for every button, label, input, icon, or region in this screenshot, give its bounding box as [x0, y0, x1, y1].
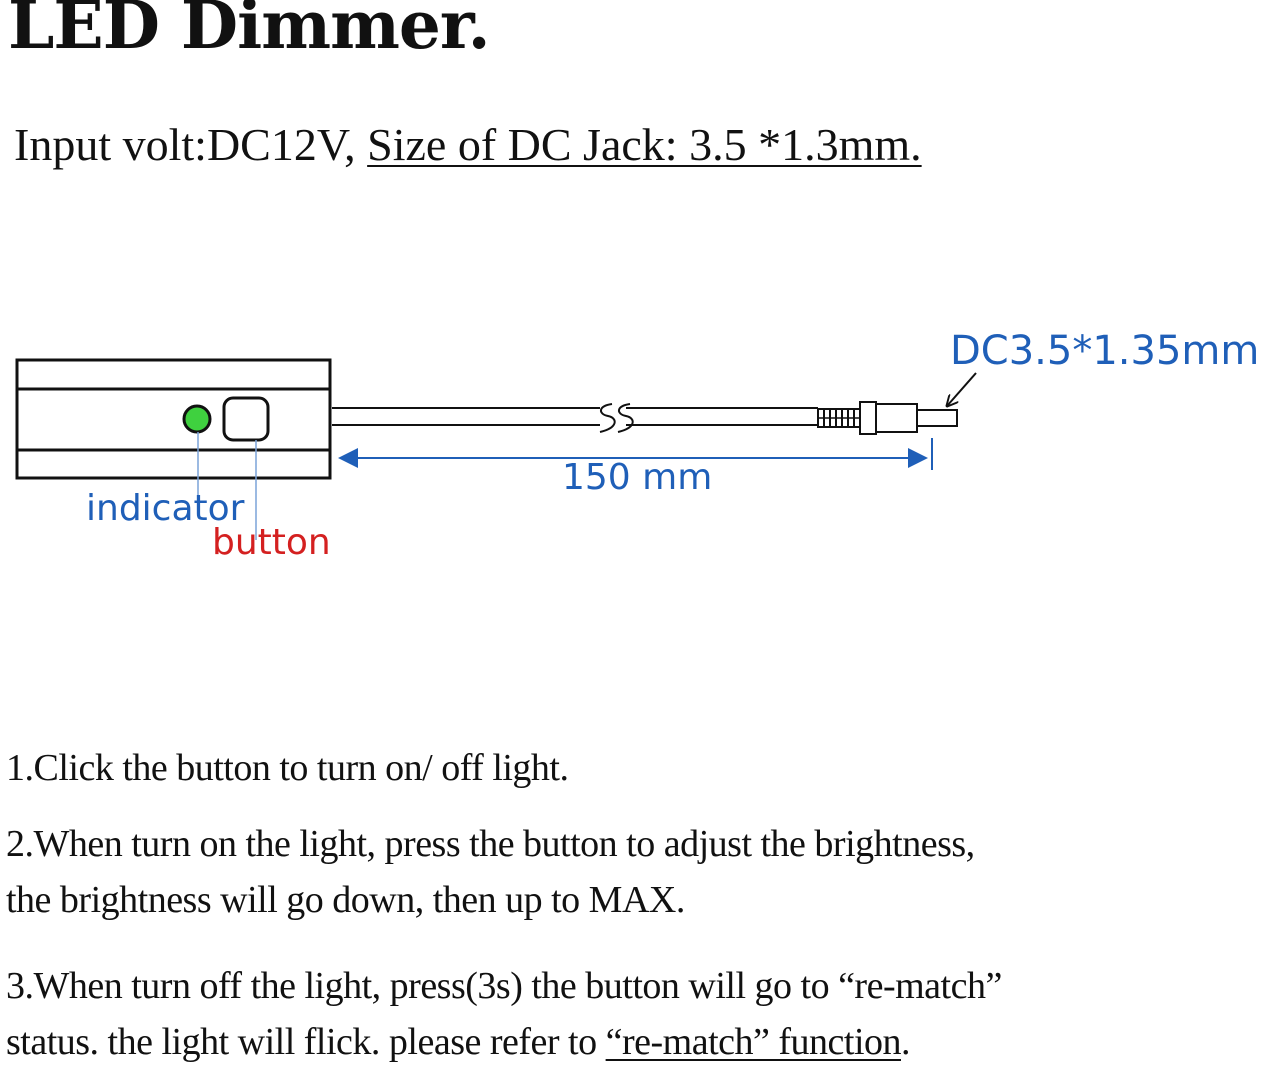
indicator-label: indicator: [86, 488, 245, 529]
instruction-step-1-text: 1.Click the button to turn on/ off light…: [6, 747, 569, 789]
indicator-led-icon: [182, 404, 212, 434]
instruction-step-2-line-1: 2.When turn on the light, press the butt…: [6, 823, 975, 865]
instruction-step-2-line-2: the brightness will go down, then up to …: [6, 879, 685, 921]
dimension-line: [338, 438, 933, 470]
instruction-step-3-line-1: 3.When turn off the light, press(3s) the…: [6, 965, 1002, 1007]
instruction-step-3-line-2-prefix: status. the light will flick. please ref…: [6, 1021, 606, 1063]
plug-leader-arrow: [947, 372, 977, 406]
input-volt-text: Input volt:DC12V,: [14, 119, 368, 170]
cable: [332, 403, 818, 433]
instruction-step-2: 2.When turn on the light, press the butt…: [6, 816, 975, 928]
instruction-step-3: 3.When turn off the light, press(3s) the…: [6, 958, 1002, 1070]
cable-length-label: 150 mm: [562, 457, 712, 498]
instruction-step-3-line-2: status. the light will flick. please ref…: [6, 1014, 1002, 1070]
jack-size-text: Size of DC Jack: 3.5 *1.3mm.: [367, 119, 922, 170]
push-button-icon[interactable]: [222, 396, 270, 442]
plug-size-label: DC3.5*1.35mm: [950, 328, 1259, 374]
spec-line: Input volt:DC12V, Size of DC Jack: 3.5 *…: [14, 119, 922, 171]
page-title: LED Dimmer.: [8, 0, 491, 64]
dc-plug-icon: [817, 401, 958, 435]
rematch-function-link[interactable]: “re-match” function: [605, 1021, 902, 1063]
button-label: button: [212, 522, 331, 563]
instruction-step-3-line-2-suffix: .: [901, 1021, 911, 1063]
dimmer-housing: [15, 358, 332, 480]
instruction-step-1: 1.Click the button to turn on/ off light…: [6, 740, 569, 796]
